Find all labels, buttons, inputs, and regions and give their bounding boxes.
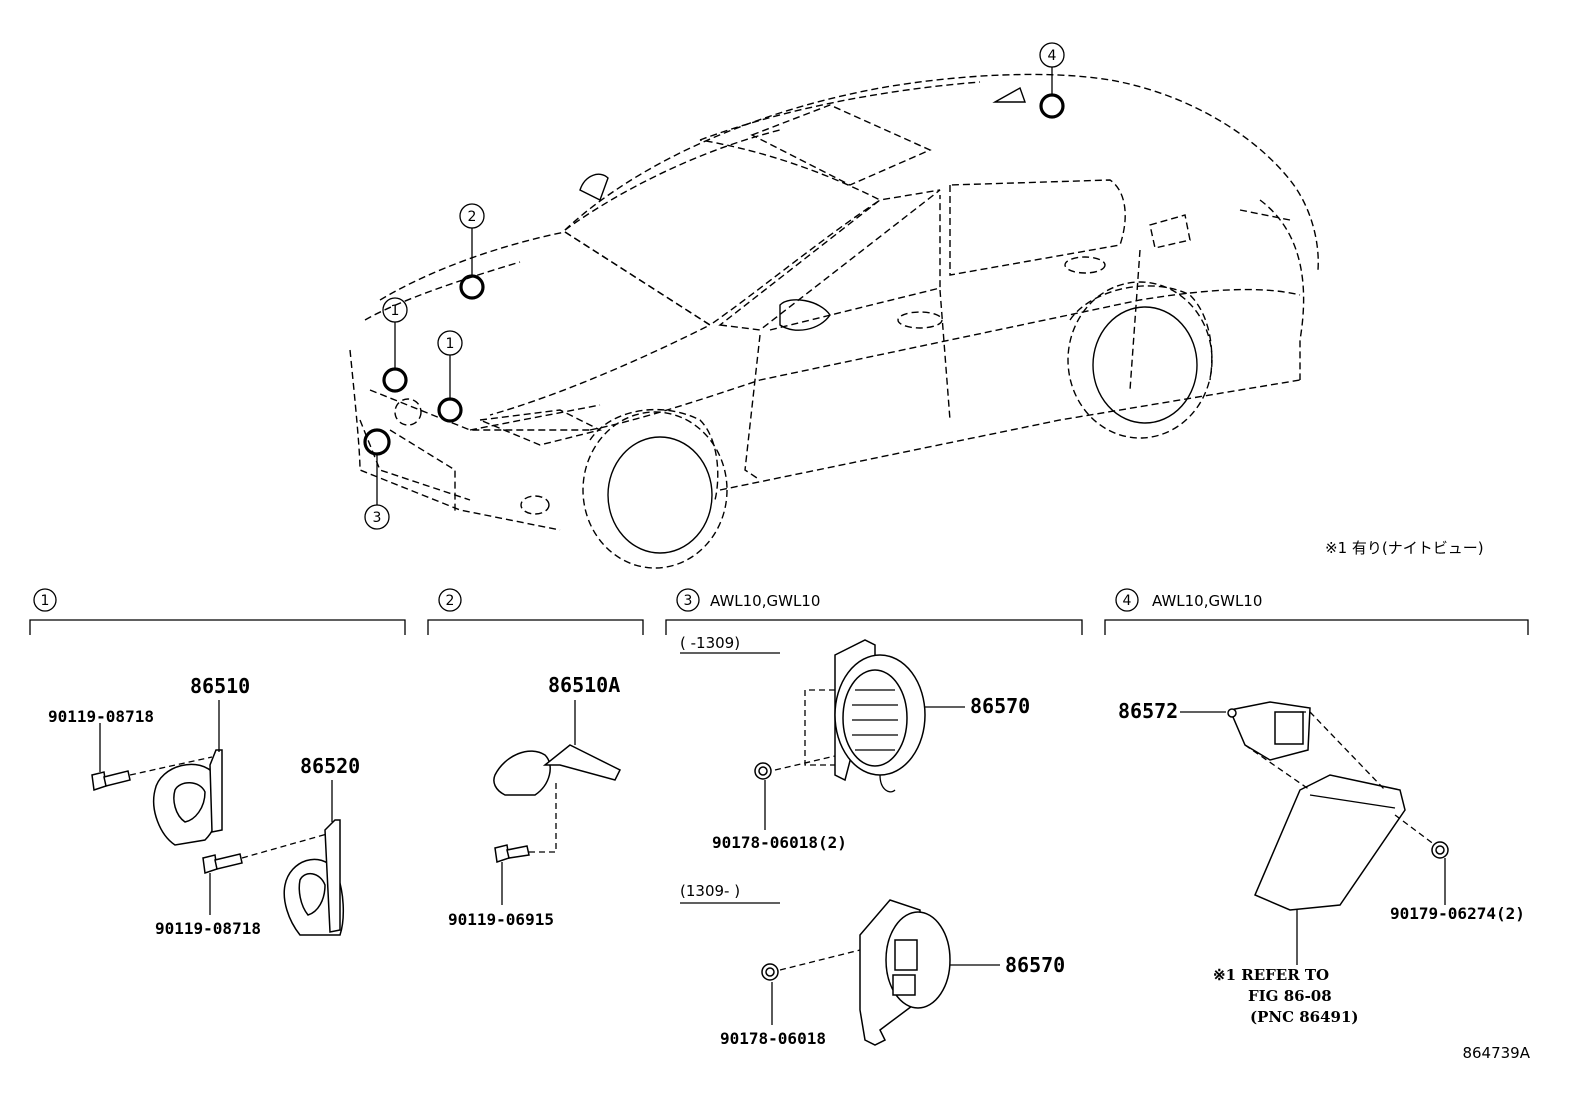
part-90119-06915: 90119-06915 bbox=[448, 910, 554, 929]
location-marker-1b bbox=[437, 397, 463, 423]
section-4-model-label: AWL10,GWL10 bbox=[1152, 592, 1262, 610]
callout-3: 3 bbox=[364, 504, 390, 530]
svg-text:3: 3 bbox=[373, 510, 382, 526]
date-range-early: ( -1309) bbox=[680, 634, 740, 652]
section-3-header: 3 AWL10,GWL10 bbox=[665, 588, 1083, 635]
figure-id: 864739A bbox=[1462, 1044, 1530, 1062]
part-90178-06018-2: 90178-06018(2) bbox=[712, 833, 847, 852]
refer-note-line-2: FIG 86-08 bbox=[1248, 987, 1332, 1005]
section-2-header: 2 bbox=[427, 588, 644, 635]
bracket-ecu bbox=[1254, 774, 1406, 911]
svg-text:1: 1 bbox=[41, 593, 50, 609]
part-86510: 86510 bbox=[190, 674, 250, 698]
svg-text:2: 2 bbox=[468, 209, 477, 225]
location-marker-2 bbox=[459, 274, 485, 300]
section-1-parts bbox=[91, 700, 345, 936]
section-3-upper-parts bbox=[754, 639, 965, 830]
callout-4: 4 bbox=[1039, 42, 1065, 68]
section-1-header: 1 bbox=[29, 588, 406, 635]
location-marker-1a bbox=[382, 367, 408, 393]
section-4-parts bbox=[1180, 701, 1449, 965]
section-3-lower-parts bbox=[761, 899, 1000, 1046]
part-86570-late: 86570 bbox=[1005, 953, 1065, 977]
part-90178-06018: 90178-06018 bbox=[720, 1029, 826, 1048]
horn-86510A bbox=[493, 750, 551, 796]
callout-2: 2 bbox=[459, 203, 485, 229]
svg-text:4: 4 bbox=[1123, 593, 1132, 609]
part-90119-08718-a: 90119-08718 bbox=[48, 707, 154, 726]
section-3-model-label: AWL10,GWL10 bbox=[710, 592, 820, 610]
svg-text:4: 4 bbox=[1048, 48, 1057, 64]
part-86570-early: 86570 bbox=[970, 694, 1030, 718]
refer-note-line-1: ※1 REFER TO bbox=[1213, 966, 1329, 984]
part-86510A: 86510A bbox=[548, 673, 620, 697]
svg-text:1: 1 bbox=[391, 303, 400, 319]
callout-1a: 1 bbox=[382, 297, 408, 323]
part-90119-08718-b: 90119-08718 bbox=[155, 919, 261, 938]
section-4-header: 4 AWL10,GWL10 bbox=[1104, 588, 1529, 635]
part-86572: 86572 bbox=[1118, 699, 1178, 723]
svg-text:2: 2 bbox=[446, 593, 455, 609]
callout-1b: 1 bbox=[437, 330, 463, 356]
location-marker-4 bbox=[1039, 93, 1065, 119]
refer-note-line-3: (PNC 86491) bbox=[1250, 1008, 1359, 1026]
date-range-late: (1309- ) bbox=[680, 882, 740, 900]
night-view-note: ※1 有り(ナイトビュー) bbox=[1325, 539, 1484, 557]
car-illustration bbox=[349, 67, 1319, 569]
part-86520: 86520 bbox=[300, 754, 360, 778]
svg-text:3: 3 bbox=[684, 593, 693, 609]
section-2-parts bbox=[493, 700, 622, 905]
svg-text:1: 1 bbox=[446, 336, 455, 352]
part-90179-06274-2: 90179-06274(2) bbox=[1390, 904, 1525, 923]
